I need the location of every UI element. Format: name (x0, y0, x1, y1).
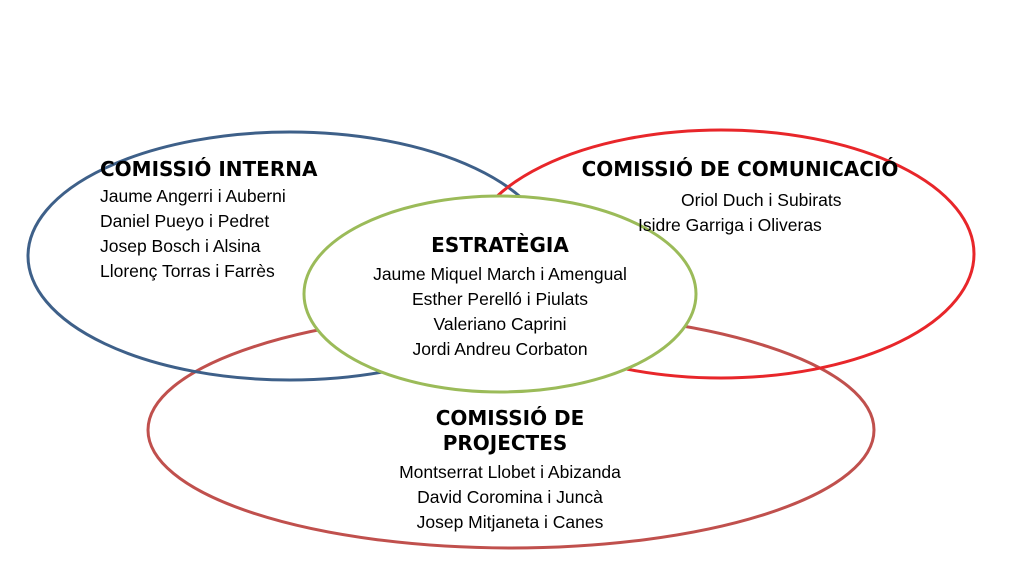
group-title-interna: COMISSIÓ INTERNA (100, 157, 318, 181)
member-name: Valeriano Caprini (433, 314, 567, 334)
member-list-comunicacio: Oriol Duch i Subirats Isidre Garriga i O… (560, 188, 920, 238)
member-list-interna: Jaume Angerri i Auberni Daniel Pueyo i P… (100, 184, 340, 284)
ellipse-estrategia (302, 194, 698, 394)
group-title-projectes: COMISSIÓ DE PROJECTES (330, 406, 690, 456)
member-name: David Coromina i Juncà (417, 487, 603, 507)
group-title-comunicacio: COMISSIÓ DE COMUNICACIÓ (581, 157, 899, 181)
member-name: Josep Bosch i Alsina (100, 236, 261, 256)
group-title-estrategia: ESTRATÈGIA (431, 233, 569, 257)
member-name: Josep Mitjaneta i Canes (416, 512, 604, 532)
member-list-estrategia: Jaume Miquel March i Amengual Esther Per… (340, 262, 660, 362)
group-title-projectes-line2: PROJECTES (442, 431, 568, 455)
member-name: Jaume Miquel March i Amengual (373, 264, 627, 284)
member-name: Oriol Duch i Subirats (681, 190, 842, 210)
member-name: Isidre Garriga i Oliveras (638, 215, 822, 235)
member-name: Jordi Andreu Corbaton (412, 339, 588, 359)
group-interna: COMISSIÓ INTERNA Jaume Angerri i Auberni… (100, 157, 340, 284)
member-name: Llorenç Torras i Farrès (100, 261, 275, 281)
member-name: Montserrat Llobet i Abizanda (399, 462, 621, 482)
member-name: Esther Perelló i Piulats (411, 289, 589, 309)
group-estrategia: ESTRATÈGIA Jaume Miquel March i Amengual… (340, 233, 660, 362)
group-projectes: COMISSIÓ DE PROJECTES Montserrat Llobet … (330, 406, 690, 535)
member-name: Jaume Angerri i Auberni (100, 186, 286, 206)
group-comunicacio: COMISSIÓ DE COMUNICACIÓ Oriol Duch i Sub… (560, 157, 920, 238)
member-name: Daniel Pueyo i Pedret (100, 211, 270, 231)
group-title-projectes-line1: COMISSIÓ DE (435, 406, 585, 430)
member-list-projectes: Montserrat Llobet i Abizanda David Corom… (330, 460, 690, 535)
